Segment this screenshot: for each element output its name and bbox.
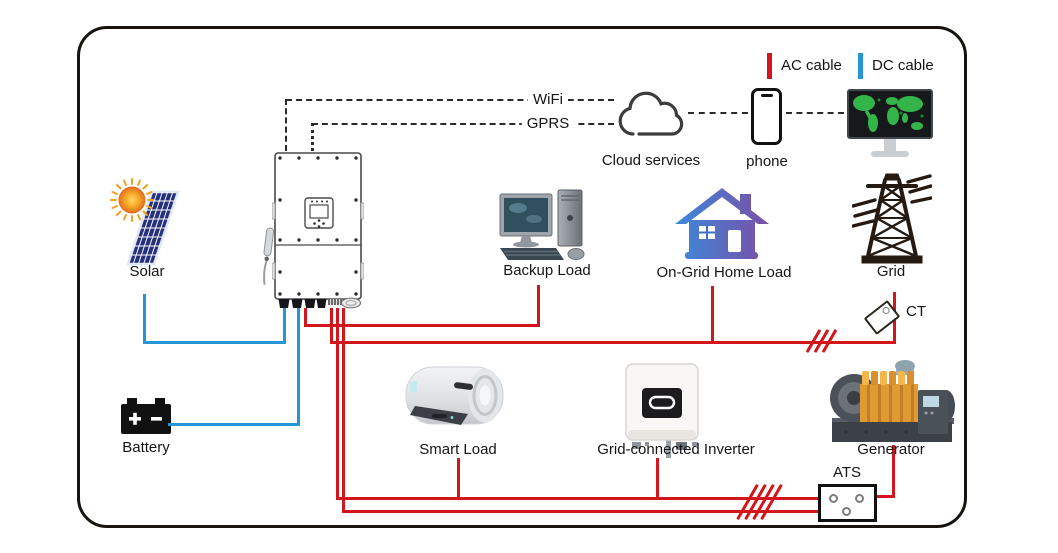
monitor-base (871, 151, 909, 157)
ac-wire-gci-drop (656, 458, 659, 500)
ac-wire-home-load-drop (711, 286, 714, 344)
on-grid-home-load-label: On-Grid Home Load (656, 264, 792, 281)
water-heater-icon (405, 366, 504, 425)
battery-label: Battery (122, 439, 170, 456)
ac-wire-grid-riser (330, 308, 333, 344)
dc-wire-battery-run (168, 423, 300, 426)
gprs-dashed-line (312, 123, 614, 125)
cloud-icon (618, 91, 684, 136)
wifi-dashed-line (286, 99, 614, 101)
world-map-graphic (853, 95, 924, 132)
cloud-label: Cloud services (601, 152, 701, 169)
ats-terminal (855, 494, 864, 503)
ac-wire-grid-run (330, 341, 896, 344)
ac-wire-backup-riser (304, 308, 307, 327)
string-inverter-icon (625, 363, 699, 458)
solar-label: Solar (129, 263, 165, 280)
wifi-antenna-icon (263, 227, 275, 285)
ct-label: CT (906, 303, 926, 320)
ac-cable-swatch (767, 53, 772, 79)
cloud-phone-dashed-line (688, 112, 748, 114)
battery-icon (121, 398, 171, 434)
house-icon (675, 188, 769, 259)
ats-terminal (829, 494, 838, 503)
ac-cable-label: AC cable (781, 57, 842, 74)
dc-wire-solar-drop (143, 294, 146, 344)
ac-wire-ats-run-upper (336, 497, 832, 500)
ac-wire-bottom-riser-1 (336, 308, 339, 500)
generator-label: Generator (857, 441, 925, 458)
wifi-label: WiFi (528, 91, 568, 108)
ac-wire-backup-drop (537, 285, 540, 327)
ac-wire-ats-run-lower (342, 510, 844, 513)
phone-label: phone (746, 153, 788, 170)
transmission-tower-icon (852, 173, 932, 264)
dc-wire-battery-drop (297, 308, 300, 426)
dc-wire-solar-riser (283, 308, 286, 344)
grid-connected-inverter-label: Grid-connected Inverter (597, 441, 755, 458)
phone-monitor-dashed-line (786, 112, 844, 114)
dc-cable-label: DC cable (872, 57, 934, 74)
dc-wire-solar-run (143, 341, 286, 344)
ats-terminal (842, 507, 851, 516)
smart-load-label: Smart Load (419, 441, 497, 458)
ct-sensor-icon (862, 299, 904, 337)
sun-icon (110, 178, 154, 222)
ats-switch-icon (818, 484, 877, 522)
generator-icon (830, 360, 955, 442)
wifi-dashed-drop (285, 99, 287, 151)
ac-wire-smart-load-drop (457, 458, 460, 500)
ac-wire-generator-drop (892, 445, 895, 498)
dc-cable-swatch (858, 53, 863, 79)
grid-label: Grid (876, 263, 906, 280)
monitor-icon (847, 89, 933, 139)
ac-wire-generator-run (861, 495, 895, 498)
gprs-label: GPRS (521, 115, 575, 132)
monitor-stand (884, 139, 896, 152)
gprs-dotted-drop (311, 123, 314, 151)
desktop-computer-icon (499, 189, 585, 260)
hybrid-inverter-icon (272, 152, 364, 309)
ac-wire-backup-run (304, 324, 540, 327)
ac-wire-bottom-riser-2 (342, 308, 345, 513)
backup-load-label: Backup Load (503, 262, 591, 279)
diagram-border (77, 26, 967, 528)
ats-label: ATS (832, 464, 862, 481)
solar-panel-icon (126, 190, 180, 266)
phone-icon (751, 88, 782, 145)
